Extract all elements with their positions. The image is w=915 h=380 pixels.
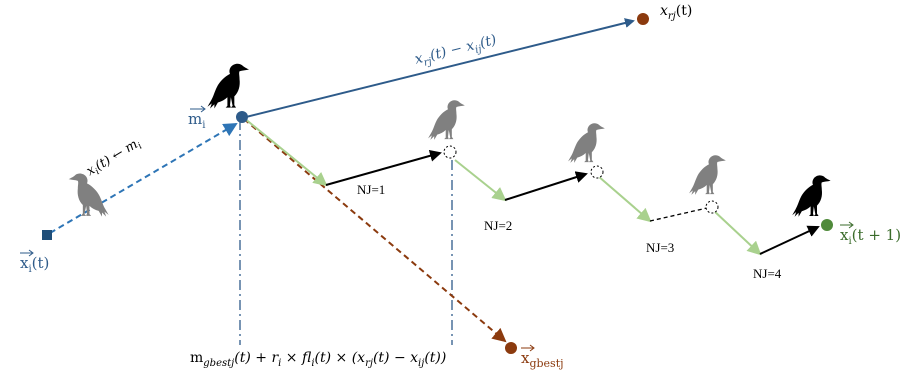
black-jump-3-dashed [649, 207, 708, 222]
arrow-dashed-xi-to-mi [49, 122, 238, 234]
green-step-3 [597, 175, 652, 223]
node-mi [236, 111, 248, 123]
crow-icon [568, 123, 605, 163]
crow-icon [792, 175, 831, 217]
arrow-to-gbest [243, 118, 507, 343]
node-gbest [505, 342, 517, 354]
label-gbest: xgbestj [521, 349, 564, 370]
label-nj3: NJ=3 [646, 240, 674, 255]
node-jump2 [590, 165, 604, 179]
crow-icon [68, 173, 109, 217]
label-xi-t: xi(t) [20, 254, 49, 275]
green-step-1 [243, 117, 328, 187]
label-mi: mi [188, 110, 205, 131]
crow-icon [689, 155, 726, 195]
label-nj4: NJ=4 [753, 266, 782, 281]
black-jump-4 [759, 225, 820, 255]
node-xi-t [42, 230, 52, 240]
label-xrj: xrj(t) [660, 3, 692, 22]
black-jump-2 [504, 171, 588, 201]
arrow-to-xrj [241, 18, 635, 119]
green-step-2 [454, 159, 507, 202]
node-jump1 [443, 145, 457, 159]
crow-icon [428, 100, 465, 140]
green-step-4 [712, 209, 762, 256]
label-assign: xi(t) ← mi [84, 135, 144, 181]
formula-update: mgbestj(t) + ri × fli(t) × (xrj(t) − xij… [190, 350, 446, 369]
label-nj1: NJ=1 [357, 182, 385, 197]
label-nj2: NJ=2 [484, 218, 512, 233]
node-xrj [637, 13, 649, 25]
crow-icon [207, 63, 250, 109]
node-jump3 [705, 200, 719, 214]
black-jump-1 [325, 149, 442, 186]
node-next [821, 219, 833, 231]
label-x-next: xi(t + 1) [840, 226, 901, 247]
